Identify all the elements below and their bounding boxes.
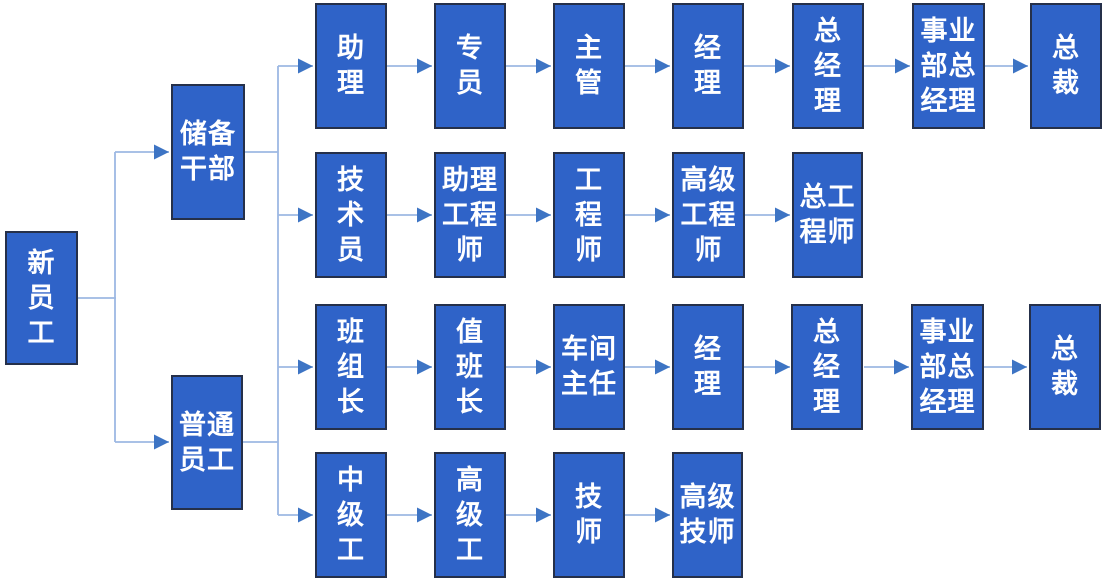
node-assistant-engineer: 助理 工程 师 [434, 152, 506, 278]
node-division-general-manager-2: 事业 部总 经理 [911, 304, 984, 430]
node-supervisor: 主 管 [553, 3, 625, 129]
node-workshop-director: 车间 主任 [553, 304, 625, 430]
node-skilled-technician: 技 师 [553, 452, 625, 578]
node-assistant: 助 理 [315, 3, 387, 129]
node-general-manager-2: 总 经 理 [791, 304, 863, 430]
node-ordinary-employee: 普通 员工 [171, 375, 243, 510]
node-president: 总 裁 [1030, 3, 1102, 129]
node-team-leader: 班 组 长 [315, 304, 387, 430]
node-division-general-manager: 事业 部总 经理 [912, 3, 985, 129]
node-new-employee: 新 员 工 [5, 231, 78, 365]
node-senior-worker: 高 级 工 [434, 452, 506, 578]
node-shift-leader: 值 班 长 [434, 304, 506, 430]
node-president-2: 总 裁 [1029, 304, 1101, 430]
node-senior-engineer: 高级 工程 师 [672, 152, 745, 278]
node-chief-engineer: 总工 程师 [792, 152, 863, 278]
node-reserve-cadre: 储备 干部 [171, 84, 245, 220]
node-manager: 经 理 [672, 3, 744, 129]
node-manager-2: 经 理 [672, 304, 744, 430]
node-general-manager: 总 经 理 [792, 3, 864, 129]
node-senior-skilled-technician: 高级 技师 [672, 452, 743, 578]
node-engineer: 工 程 师 [553, 152, 625, 278]
node-specialist: 专 员 [434, 3, 506, 129]
node-technician: 技 术 员 [315, 152, 387, 278]
node-intermediate-worker: 中 级 工 [315, 452, 387, 578]
